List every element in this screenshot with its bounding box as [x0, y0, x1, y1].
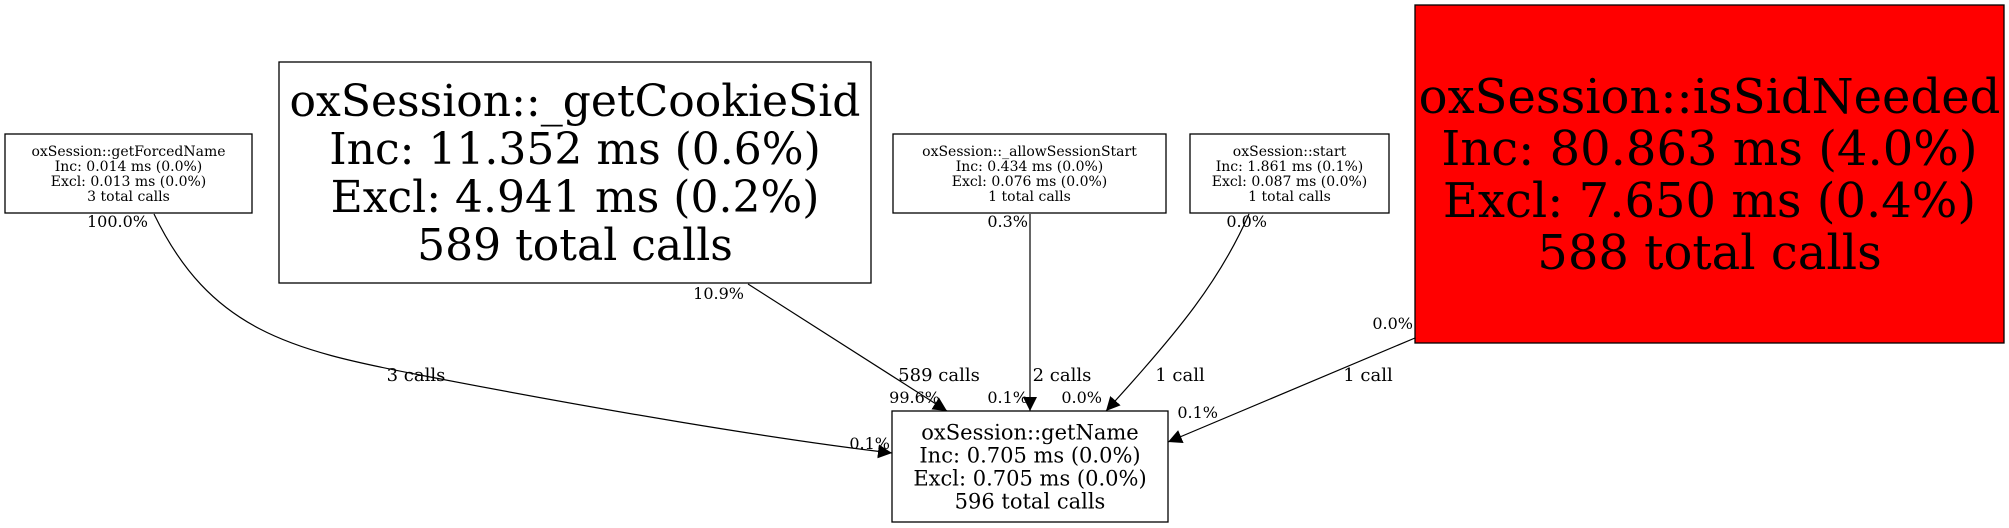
node-function-name: oxSession::getName [921, 420, 1138, 444]
edge-line [153, 213, 893, 459]
node-total-calls: 596 total calls [955, 489, 1106, 513]
node-function-name: oxSession::_getCookieSid [290, 76, 861, 127]
node-box [892, 133, 1167, 214]
node-exclusive-time: Excl: 0.076 ms (0.0%) [952, 174, 1108, 190]
edge-getForcedName-to-getName: 3 calls 100.0% 0.1% [87, 212, 893, 459]
node-function-name: oxSession::isSidNeeded [1419, 69, 2001, 125]
node-box [278, 61, 872, 284]
node-inclusive-time: Inc: 11.352 ms (0.6%) [329, 124, 821, 175]
node-box [891, 410, 1169, 523]
node-box [1189, 133, 1390, 214]
node-exclusive-time: Excl: 0.087 ms (0.0%) [1212, 174, 1368, 190]
node-total-calls: 1 total calls [1248, 189, 1331, 205]
edge-call-label: 1 call [1155, 365, 1205, 386]
edge-head-percent: 99.6% [889, 388, 940, 407]
edge-allowSessionStart-to-getName: 2 calls 0.3% 0.1% [987, 212, 1091, 411]
edge-head-percent: 0.0% [1061, 388, 1102, 407]
node-inclusive-time: Inc: 0.014 ms (0.0%) [55, 159, 203, 175]
node-function-name: oxSession::_allowSessionStart [922, 144, 1137, 160]
edge-start-to-getName: 1 call 0.0% 0.0% [1061, 212, 1267, 412]
edge-line [1105, 213, 1250, 412]
node-inclusive-time: Inc: 80.863 ms (4.0%) [1441, 121, 1977, 177]
edge-call-label: 1 call [1343, 365, 1393, 386]
edge-tail-percent: 100.0% [87, 212, 148, 231]
node-box [4, 133, 253, 214]
node-exclusive-time: Excl: 0.013 ms (0.0%) [51, 174, 207, 190]
edge-line [1167, 337, 1416, 444]
node-total-calls: 589 total calls [417, 220, 733, 271]
edge-getCookieSid-to-getName: 589 calls 10.9% 99.6% [693, 283, 980, 412]
edges-layer: 3 calls 100.0% 0.1% 589 calls 10.9% 99.6% 2 ca… [87, 212, 1416, 459]
edge-head-percent: 0.1% [1177, 403, 1218, 422]
node-function-name: oxSession::start [1233, 144, 1347, 160]
edge-tail-percent: 0.0% [1226, 212, 1267, 231]
edge-line [747, 283, 948, 412]
edge-isSidNeeded-to-getName: 1 call 0.0% 0.1% [1167, 314, 1416, 444]
node-inclusive-time: Inc: 0.434 ms (0.0%) [956, 159, 1104, 175]
edge-head-percent: 0.1% [987, 388, 1028, 407]
edge-call-label: 2 calls [1033, 365, 1092, 386]
node-function-name: oxSession::getForcedName [31, 144, 225, 160]
node-total-calls: 3 total calls [87, 189, 170, 205]
edge-call-label: 589 calls [898, 365, 980, 386]
node-box [1414, 4, 2005, 344]
edge-call-label: 3 calls [387, 365, 446, 386]
node-exclusive-time: Excl: 0.705 ms (0.0%) [913, 466, 1146, 490]
node-inclusive-time: Inc: 0.705 ms (0.0%) [919, 443, 1140, 467]
edge-tail-percent: 0.0% [1372, 314, 1413, 333]
node-total-calls: 588 total calls [1537, 225, 1881, 281]
node-inclusive-time: Inc: 1.861 ms (0.1%) [1216, 159, 1364, 175]
node-exclusive-time: Excl: 4.941 ms (0.2%) [331, 172, 820, 223]
edge-head-percent: 0.1% [849, 434, 890, 453]
node-total-calls: 1 total calls [988, 189, 1071, 205]
edge-tail-percent: 0.3% [987, 212, 1028, 231]
node-exclusive-time: Excl: 7.650 ms (0.4%) [1443, 173, 1976, 229]
edge-tail-percent: 10.9% [693, 284, 744, 303]
